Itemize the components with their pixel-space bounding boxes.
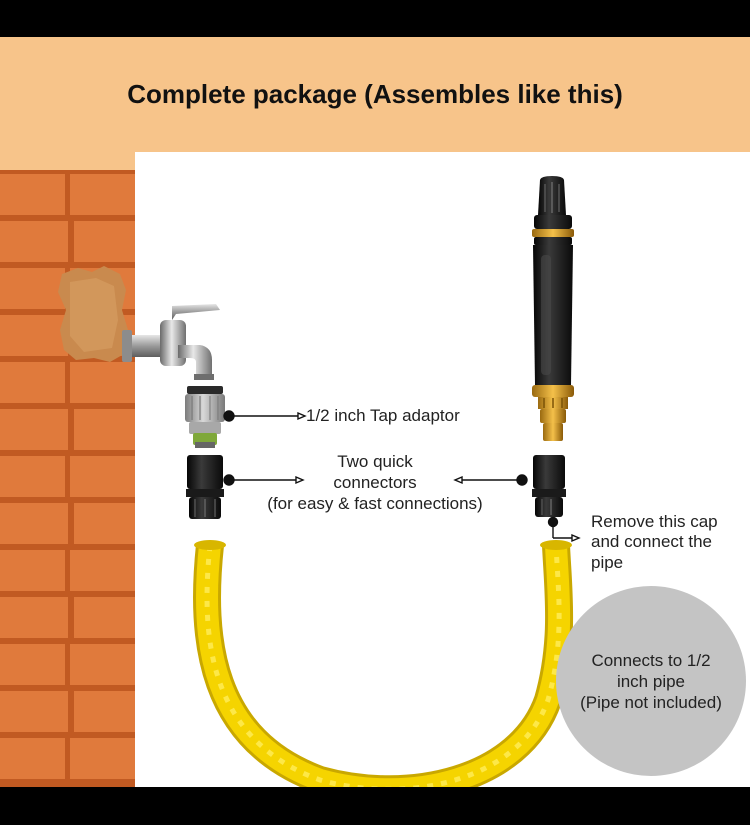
- cap-label-line2: and connect the: [591, 532, 712, 551]
- pipe-note-circle: Connects to 1/2 inch pipe (Pipe not incl…: [556, 586, 746, 776]
- pipe-note-line1: Connects to 1/2: [591, 650, 711, 670]
- title-band: [0, 37, 750, 152]
- pipe-note-line2: inch pipe: [616, 671, 686, 691]
- cap-label-line1: Remove this cap: [591, 512, 718, 531]
- tap-adaptor-icon: [185, 386, 225, 448]
- garden-hose-icon: [193, 540, 574, 804]
- tap-adaptor-label: 1/2 inch Tap adaptor: [306, 406, 460, 425]
- top-black-band: [0, 0, 750, 37]
- spray-nozzle-icon: [532, 176, 574, 441]
- connectors-label-line2: connectors: [333, 473, 417, 492]
- callout-lines: [223, 410, 581, 543]
- brick-wall-icon: [0, 170, 135, 787]
- connectors-label-line3: (for easy & fast connections): [267, 494, 483, 513]
- pipe-note-line3: (Pipe not included): [580, 692, 722, 712]
- page-title: Complete package (Assembles like this): [127, 79, 623, 109]
- quick-connector-icon: [532, 455, 566, 517]
- connectors-label-line1: Two quick: [337, 452, 413, 471]
- quick-connector-icon: [186, 455, 224, 519]
- water-tap-icon: [122, 304, 220, 380]
- bottom-black-band: [0, 787, 750, 825]
- cap-label-line3: pipe: [591, 553, 624, 572]
- title-band-strip: [0, 152, 135, 170]
